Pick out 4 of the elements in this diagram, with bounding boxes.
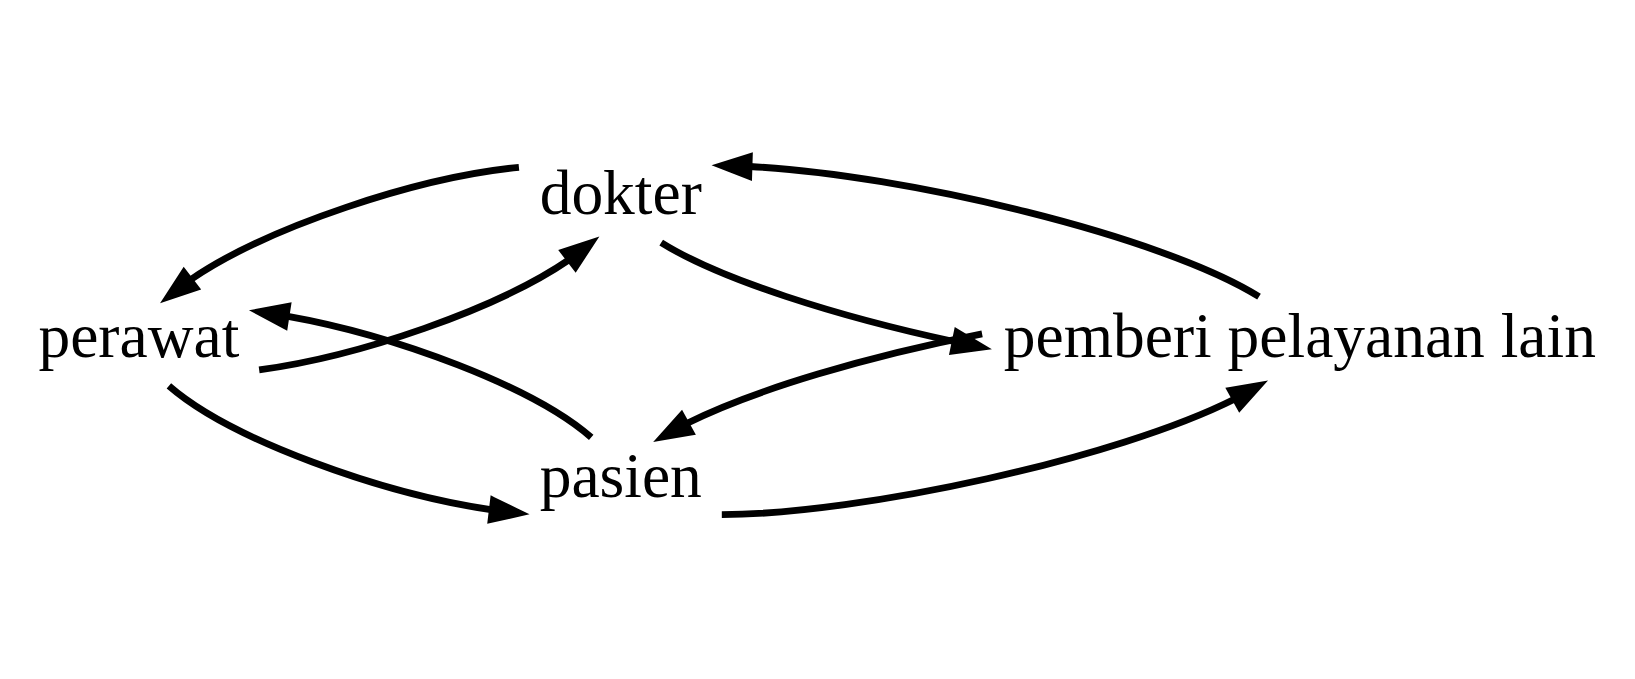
node-text: pemberi pelayanan lain	[1003, 299, 1596, 371]
node-text: pasien	[539, 439, 702, 511]
node-text: perawat	[37, 299, 239, 371]
node-text: dokter	[539, 156, 702, 228]
